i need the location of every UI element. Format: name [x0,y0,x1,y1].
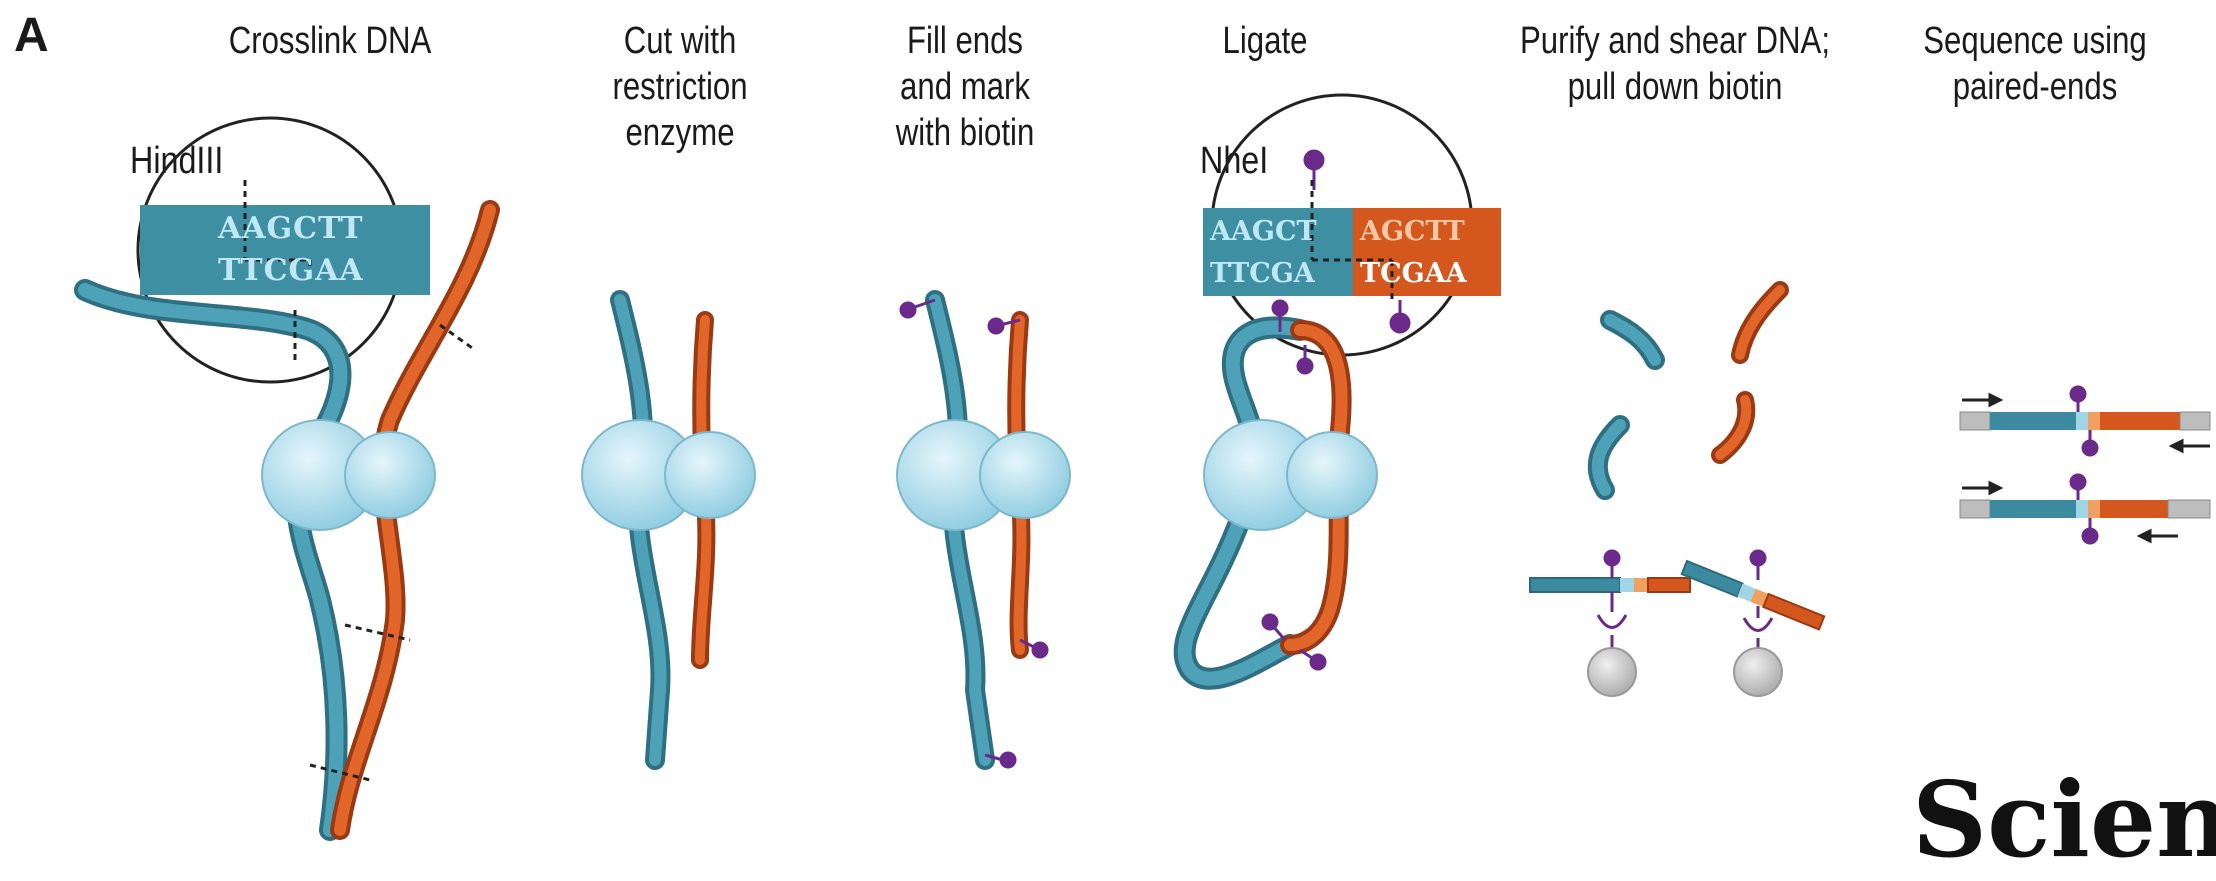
hindiii-seq-top: AAGCTT [217,211,364,246]
pulled-fragment [1682,561,1824,629]
ligated-seq-bottom-right: TCGAA [1360,258,1468,289]
adapter-right [2180,412,2210,430]
hindiii-seq-bottom: TTCGAA [218,253,364,288]
crosslink-protein [665,432,755,518]
adapter-left [1960,412,1990,430]
pulled-fragment [1530,578,1620,592]
adapter-right [2168,500,2210,518]
read-blue [1990,412,2076,430]
diagram-canvas: AAGCTT TTCGAA [0,0,2216,841]
read-blue [1990,500,2076,518]
step-fill [897,300,1070,767]
journal-logo: Scien [1912,768,2216,872]
step-ligate [1185,95,1501,679]
step-cut [582,300,755,760]
ligated-seq-top-right: AGCTT [1359,216,1465,247]
read-orange [2100,500,2168,518]
step-purify [1530,290,1824,696]
ligated-seq-bottom-left: TTCGA [1210,258,1316,289]
read-orange [2100,412,2180,430]
crosslink-protein [345,432,435,518]
streptavidin-bead [1588,648,1636,696]
adapter-left [1960,500,1990,518]
step-sequence [1960,387,2210,543]
crosslink-protein [1287,432,1377,518]
ligated-seq-top-left: AAGCT [1209,216,1317,247]
read-arrow-reverse [2172,441,2210,451]
streptavidin-bead [1734,648,1782,696]
crosslink-protein [980,432,1070,518]
read-arrow-reverse [2140,531,2178,541]
read-arrow-forward [1962,483,2000,493]
read-arrow-forward [1962,395,2000,405]
